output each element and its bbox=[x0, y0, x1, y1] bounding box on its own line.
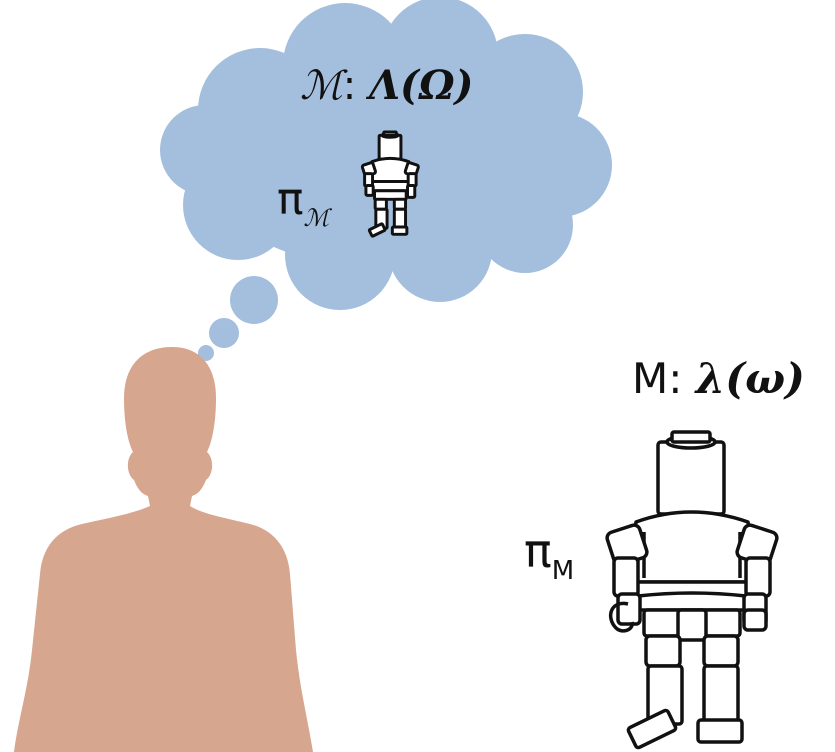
robot-head bbox=[658, 442, 724, 514]
robot-policy-label: πM bbox=[524, 528, 574, 584]
policy-subscript: ℳ bbox=[304, 204, 330, 232]
cloud-model-label: ℳ: 𝜦(𝜴) bbox=[300, 66, 473, 106]
model-symbol-script: ℳ bbox=[300, 63, 343, 109]
thought-bubbles bbox=[198, 276, 278, 361]
robot-icon bbox=[606, 432, 779, 749]
policy-subscript: M bbox=[552, 556, 574, 586]
human-silhouette-icon bbox=[14, 347, 313, 752]
cloud-policy-label: πℳ bbox=[277, 178, 329, 230]
model-symbol: M: bbox=[632, 354, 696, 403]
policy-symbol: π bbox=[277, 174, 304, 225]
policy-symbol: π bbox=[524, 524, 552, 578]
label-separator: : bbox=[343, 63, 369, 109]
cloud-function: 𝜦(𝜴) bbox=[369, 62, 474, 109]
robot-function: 𝝀(𝝎) bbox=[696, 354, 805, 403]
robot-model-label: M: 𝝀(𝝎) bbox=[632, 358, 805, 400]
